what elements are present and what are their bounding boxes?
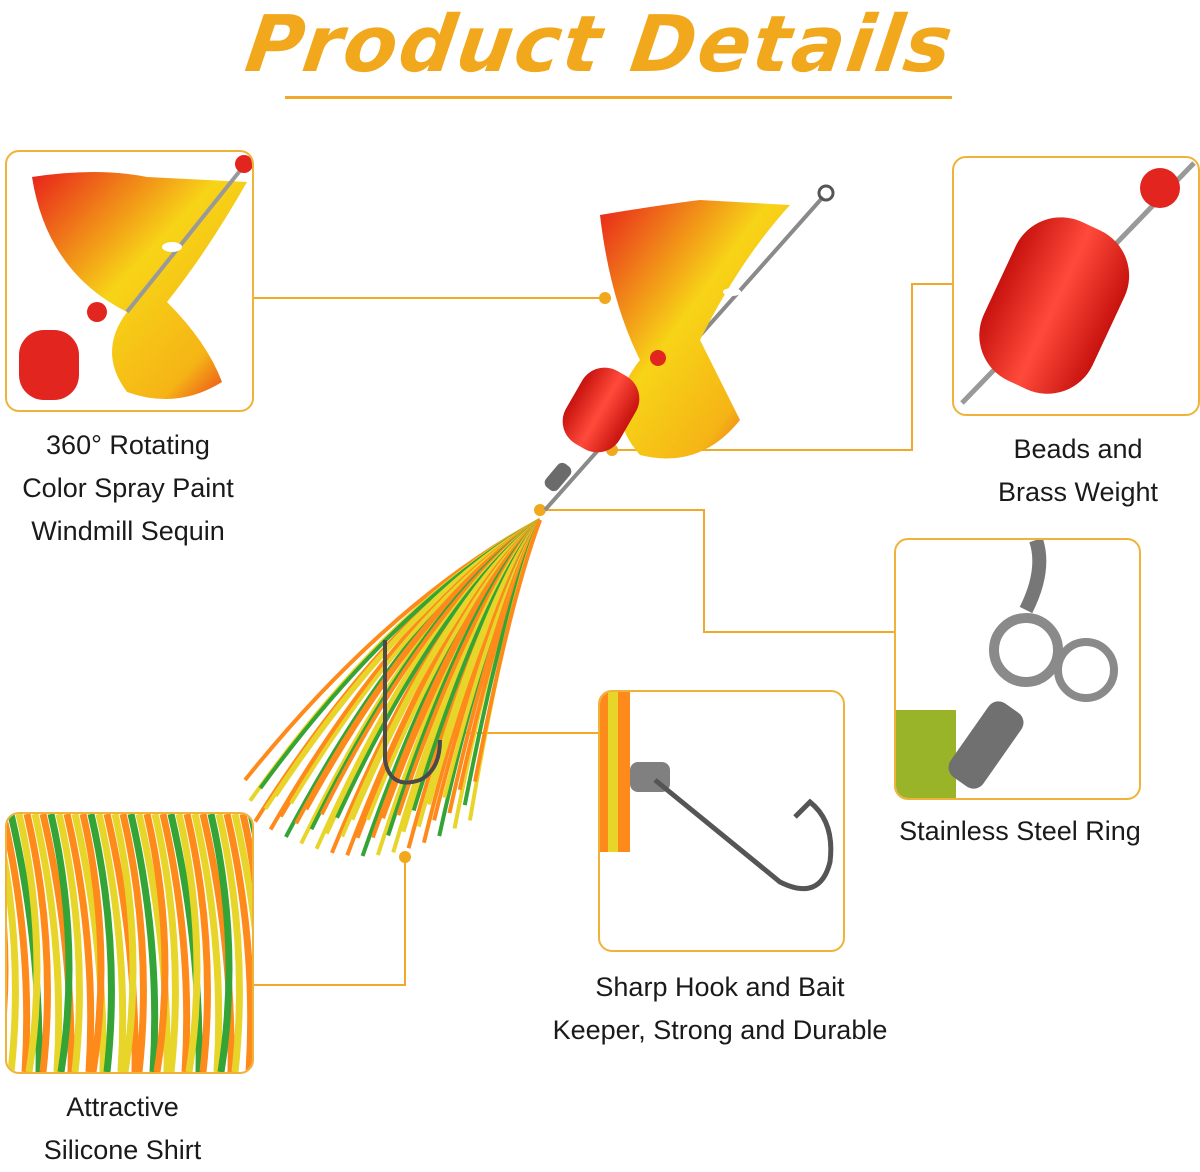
silicone-skirt	[243, 518, 542, 857]
skirt-closeup-strand	[63, 814, 95, 1072]
skirt-strand	[473, 519, 542, 783]
sequin-caption-line-2: Color Spray Paint	[22, 473, 234, 503]
ring-closeup-image	[896, 540, 1118, 798]
small-bead	[650, 350, 666, 366]
spinner-blade	[600, 200, 790, 459]
swivel	[544, 462, 572, 492]
skirt-closeup-strand	[7, 855, 19, 1072]
skirt-closeup-strand	[119, 814, 147, 1072]
skirt-closeup-strand	[7, 815, 31, 1072]
hook-closeup-image	[600, 692, 834, 892]
beads-caption-line-1: Beads and	[1013, 434, 1143, 464]
skirt-closeup-strand	[175, 814, 201, 1072]
skirt-closeup-strand	[127, 814, 159, 1072]
skirt-closeup-strand	[111, 814, 137, 1072]
skirt-closeup-strand	[39, 814, 75, 1072]
skirt-closeup-strand	[135, 814, 171, 1072]
skirt-closeup-image	[7, 814, 252, 1072]
beads-detail-panel	[952, 156, 1200, 416]
skirt-closeup-strand	[7, 814, 43, 1072]
ring-caption: Stainless Steel Ring	[870, 810, 1170, 853]
skirt-closeup-strand	[191, 814, 223, 1072]
skirt-closeup-strand	[199, 814, 235, 1072]
ring-caption-line-1: Stainless Steel Ring	[899, 816, 1141, 846]
hook-caption: Sharp Hook and Bait Keeper, Strong and D…	[520, 966, 920, 1052]
skirt-closeup-strand	[87, 814, 115, 1072]
skirt-closeup-strand	[103, 814, 139, 1072]
skirt-closeup-strand	[207, 814, 233, 1072]
lure-hook	[383, 640, 442, 785]
brass-weight	[562, 367, 640, 453]
skirt-closeup-strand	[95, 814, 127, 1072]
hook-detail-panel	[598, 690, 845, 952]
title-underline	[285, 96, 952, 99]
skirt-closeup-strand	[151, 814, 179, 1072]
skirt-caption-line-2: Silicone Shirt	[43, 1135, 202, 1165]
skirt-closeup-strand	[183, 814, 211, 1072]
skirt-closeup-strand	[215, 814, 243, 1072]
skirt-caption-line-1: Attractive	[66, 1092, 179, 1122]
skirt-caption: Attractive Silicone Shirt	[0, 1086, 245, 1172]
skirt-closeup-strand	[167, 814, 203, 1072]
skirt-closeup-strand	[223, 814, 252, 1072]
beads-caption-line-2: Brass Weight	[997, 477, 1159, 507]
skirt-closeup-strand	[15, 814, 41, 1072]
skirt-closeup-strand	[47, 814, 73, 1072]
skirt-closeup-strand	[143, 814, 169, 1072]
sequin-detail-panel	[5, 150, 254, 412]
skirt-closeup-strand	[159, 814, 191, 1072]
beads-caption: Beads and Brass Weight	[960, 428, 1196, 514]
skirt-closeup-strand	[71, 814, 107, 1072]
skirt-closeup-strand	[31, 814, 63, 1072]
sequin-caption-line-1: 360° Rotating	[46, 430, 210, 460]
hook-caption-line-1: Sharp Hook and Bait	[595, 972, 845, 1002]
skirt-closeup-strand	[239, 814, 252, 1072]
skirt-closeup-strand	[231, 814, 252, 931]
sequin-closeup-image	[19, 155, 252, 400]
skirt-detail-panel	[5, 812, 254, 1074]
hook-caption-line-2: Keeper, Strong and Durable	[552, 1015, 888, 1045]
skirt-closeup-strand	[79, 814, 105, 1072]
lure-eye-icon	[817, 184, 835, 202]
sequin-caption: 360° Rotating Color Spray Paint Windmill…	[0, 424, 256, 553]
skirt-closeup-strand	[55, 814, 83, 1072]
beads-closeup-image	[960, 161, 1196, 405]
skirt-closeup-strand	[23, 814, 51, 1072]
sequin-caption-line-3: Windmill Sequin	[31, 516, 225, 546]
ring-detail-panel	[894, 538, 1141, 800]
